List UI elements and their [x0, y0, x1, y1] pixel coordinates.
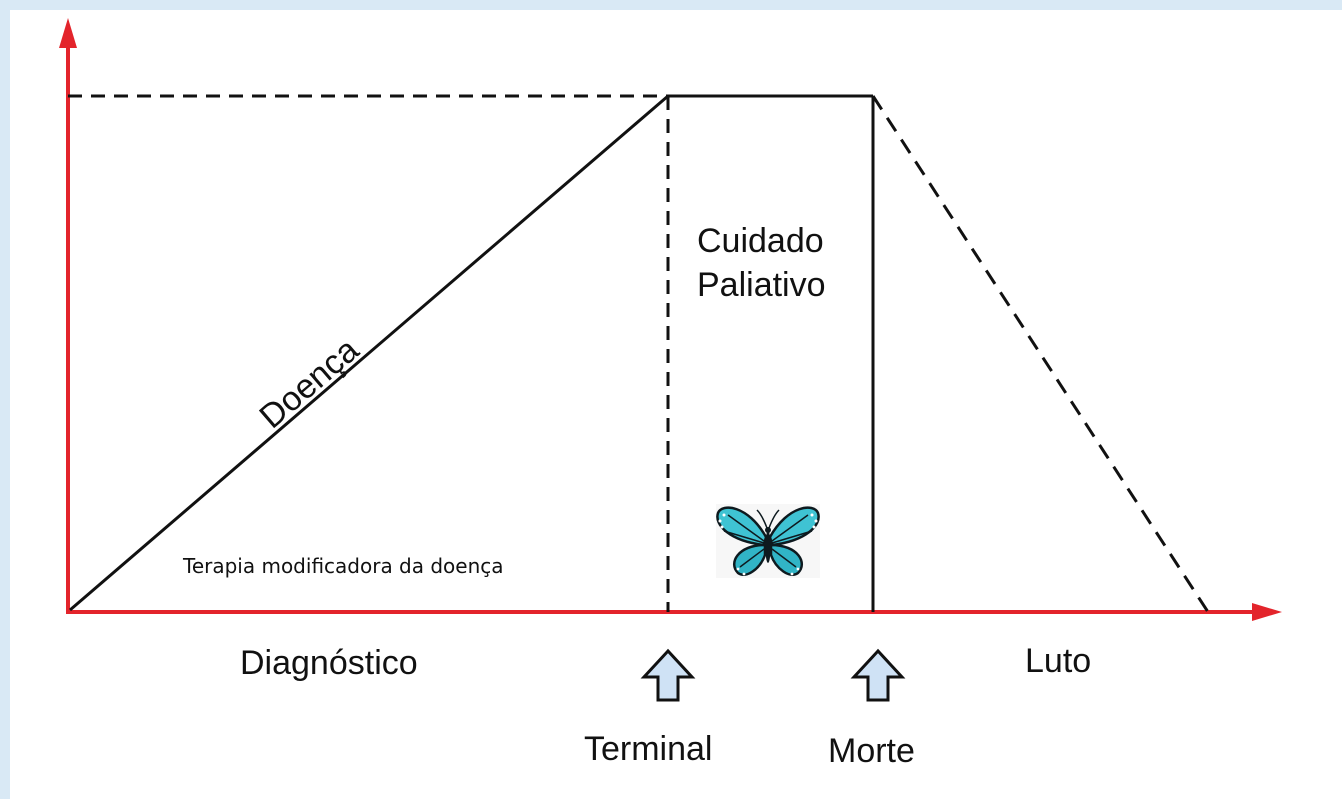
phase-grief-label: Luto: [1025, 642, 1091, 680]
terminal-arrow-icon: [640, 648, 696, 702]
palliative-label-line1: Cuidado: [697, 222, 824, 260]
disease-line-label: Doença: [252, 331, 366, 436]
butterfly-icon: [716, 504, 820, 578]
grief-dashed-line: [871, 95, 1210, 613]
death-arrow-icon: [850, 648, 906, 702]
terminal-marker-label: Terminal: [584, 730, 712, 768]
death-marker-label: Morte: [828, 732, 915, 770]
y-axis-arrowhead: [59, 18, 77, 48]
trajectory: [68, 94, 1210, 613]
therapy-label: Terapia modificadora da doença: [182, 554, 504, 578]
axes: [59, 18, 1282, 621]
x-axis-arrowhead: [1252, 603, 1282, 621]
phase-diagnosis-label: Diagnóstico: [240, 644, 418, 682]
palliative-label-line2: Paliativo: [697, 266, 826, 304]
disease-line: [69, 94, 669, 612]
